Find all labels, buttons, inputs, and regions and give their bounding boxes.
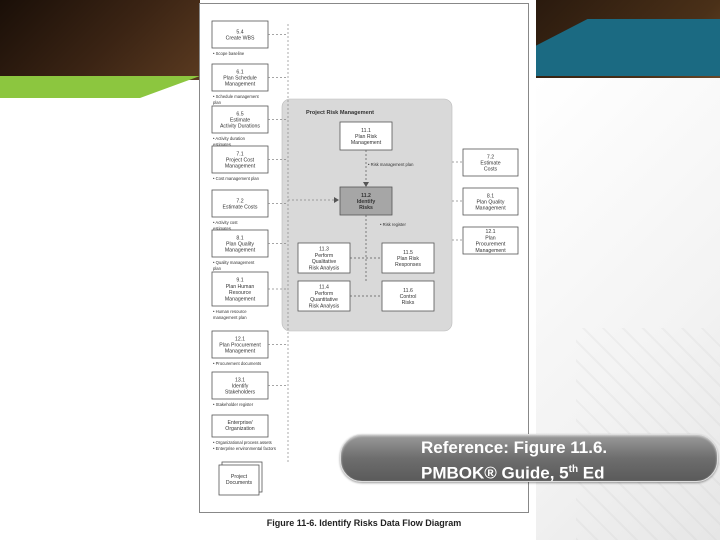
center-flow-label: • Risk management plan <box>368 162 414 167</box>
source-box-7.2-label: Estimate Costs <box>223 205 258 211</box>
flow-label-12.1: • Procurement documents <box>213 361 261 366</box>
process-box-11.6-label: Control <box>400 294 417 300</box>
reference-callout: Reference: Figure 11.6. PMBOK® Guide, 5t… <box>340 434 718 482</box>
group-title: Project Risk Management <box>306 110 374 116</box>
reference-line-2-sup: th <box>569 464 578 475</box>
source-box-8.1-label: Management <box>225 248 256 254</box>
output-box-12.1-label: Plan <box>485 235 495 241</box>
source-box-12.1-label: Plan Procurement <box>219 343 261 349</box>
output-box-7.2-label: 7.2 <box>487 154 494 160</box>
flow-label-9.1: management plan <box>213 315 247 320</box>
enterprise-label: Organization <box>225 426 255 432</box>
enterprise-flow-label: • Enterprise environmental factors <box>213 446 276 451</box>
source-box-9.1-label: Management <box>225 296 256 302</box>
flow-label-7.2: • Activity cost <box>213 220 238 225</box>
project-documents-label: Documents <box>226 480 253 486</box>
flow-label-8.1: • Quality management <box>213 260 255 265</box>
output-box-8.1-label: Management <box>475 206 506 212</box>
process-box-11.5-label: 11.5 <box>403 250 413 256</box>
reference-line-2-suffix: Ed <box>578 464 604 483</box>
process-box-11.3-label: 11.3 <box>319 247 329 253</box>
source-box-6.1-label: Management <box>225 82 256 88</box>
source-box-5.4-label: Create WBS <box>226 36 255 42</box>
process-box-11.4-label: Risk Analysis <box>309 303 340 309</box>
process-box-11.1-label: Plan Risk <box>355 134 377 140</box>
process-box-11.1-label: 11.1 <box>361 128 371 134</box>
reference-line-2-prefix: PMBOK® Guide, 5 <box>421 464 569 483</box>
source-box-6.1-label: 6.1 <box>236 69 243 75</box>
output-box-8.1-label: Plan Quality <box>477 200 505 206</box>
source-box-6.5-label: 6.5 <box>236 111 243 117</box>
process-box-11.2-label: Identify <box>357 199 376 205</box>
output-box-7.2-label: Costs <box>484 167 498 173</box>
source-box-7.1-label: 7.1 <box>236 151 243 157</box>
reference-line-1: Reference: Figure 11.6. <box>421 437 717 459</box>
process-box-11.5-label: Plan Risk <box>397 256 419 262</box>
source-box-6.5-label: Estimate <box>230 118 250 124</box>
source-box-9.1-label: 9.1 <box>236 278 243 284</box>
source-box-8.1-label: 8.1 <box>236 235 243 241</box>
process-box-11.4-label: Perform <box>315 291 333 297</box>
source-box-13.1-label: Stakeholders <box>225 390 256 396</box>
process-box-11.3-label: Risk Analysis <box>309 265 340 271</box>
process-box-11.2-label: 11.2 <box>361 193 371 199</box>
output-box-12.1-label: Management <box>475 248 506 254</box>
source-box-12.1-label: Management <box>225 349 256 355</box>
output-box-12.1-label: Procurement <box>476 242 506 248</box>
flow-label-7.1: • Cost management plan <box>213 176 260 181</box>
flow-label-5.4: • Scope baseline <box>213 51 245 56</box>
figure-caption: Figure 11-6. Identify Risks Data Flow Di… <box>199 518 529 528</box>
process-box-11.2-label: Risks <box>359 205 373 211</box>
output-box-7.2-label: Estimate <box>480 161 500 167</box>
flow-label-6.1: plan <box>213 100 222 105</box>
flow-label-9.1: • Human resource <box>213 309 247 314</box>
source-box-6.5-label: Activity Durations <box>220 124 260 130</box>
source-box-12.1-label: 12.1 <box>235 336 245 342</box>
process-box-11.3-label: Perform <box>315 253 333 259</box>
process-box-11.4-label: 11.4 <box>319 285 329 291</box>
source-box-9.1-label: Plan Human <box>226 284 255 290</box>
process-box-11.3-label: Qualitative <box>312 259 337 265</box>
flow-label-6.1: • Schedule management <box>213 94 260 99</box>
source-box-7.2-label: 7.2 <box>236 198 243 204</box>
source-box-6.1-label: Plan Schedule <box>223 76 257 82</box>
source-box-13.1-label: 13.1 <box>235 377 245 383</box>
source-box-13.1-label: Identify <box>232 384 249 390</box>
flow-label-13.1: • Stakeholder register <box>213 402 254 407</box>
center-flow-label: • Risk register <box>380 222 407 227</box>
background-header-left <box>0 0 200 80</box>
process-box-11.4-label: Quantitative <box>310 297 338 303</box>
source-box-7.1-label: Project Cost <box>226 158 255 164</box>
enterprise-flow-label: • Organizational process assets <box>213 440 272 445</box>
process-box-11.1-label: Management <box>351 140 382 146</box>
source-box-5.4-label: 5.4 <box>236 29 243 35</box>
source-box-7.1-label: Management <box>225 164 256 170</box>
reference-line-2: PMBOK® Guide, 5th Ed <box>421 459 717 485</box>
process-box-11.6-label: Risks <box>402 300 415 306</box>
process-box-11.5-label: Responses <box>395 262 421 268</box>
flow-label-6.5: • Activity duration <box>213 136 246 141</box>
flow-label-8.1: plan <box>213 266 222 271</box>
source-box-8.1-label: Plan Quality <box>226 242 254 248</box>
source-box-9.1-label: Resource <box>229 290 251 296</box>
output-box-8.1-label: 8.1 <box>487 193 494 199</box>
background-green-band <box>0 76 200 98</box>
output-box-12.1-label: 12.1 <box>485 229 495 235</box>
process-box-11.6-label: 11.6 <box>403 288 413 294</box>
